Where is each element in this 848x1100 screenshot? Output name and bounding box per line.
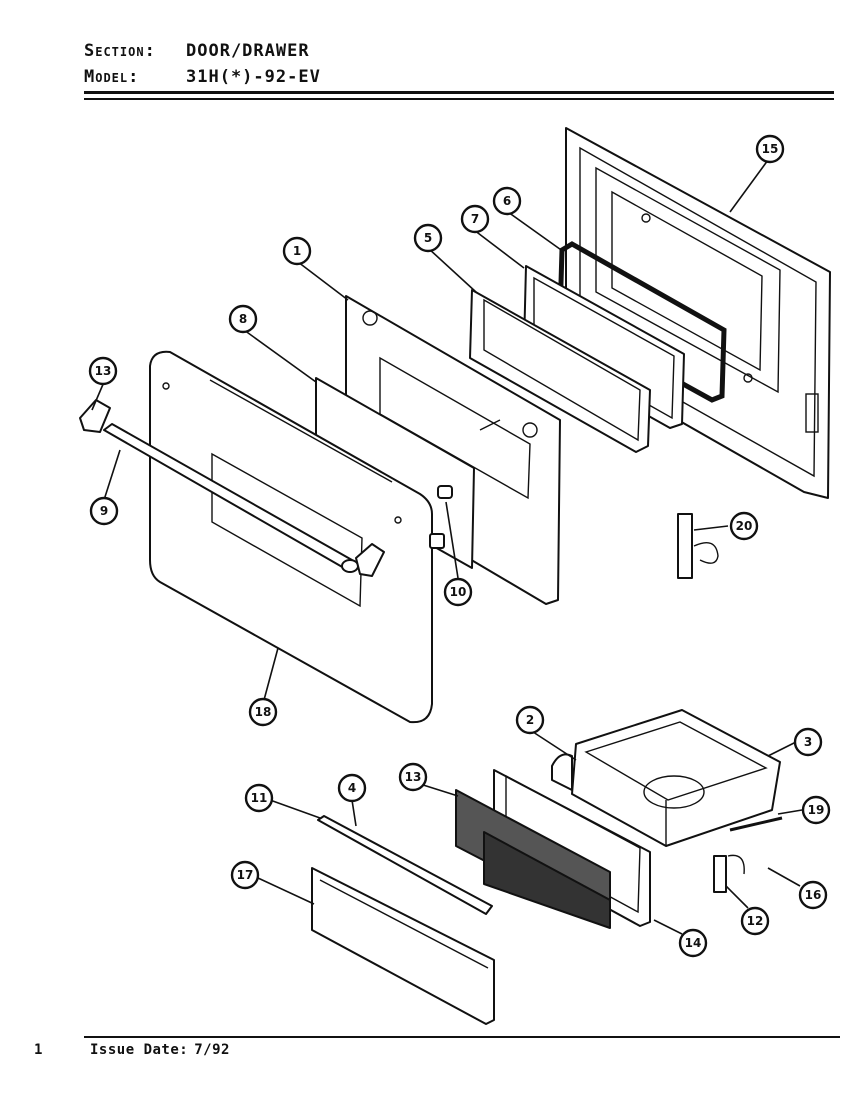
callout-7: 7 <box>460 204 490 234</box>
screw <box>429 485 453 549</box>
drawer-slide <box>729 816 783 832</box>
section-line: Section: DOOR/DRAWER <box>84 38 321 64</box>
callout-number: 15 <box>762 142 779 156</box>
callout-5: 5 <box>413 223 443 253</box>
callout-2: 2 <box>515 705 545 735</box>
callout-11: 11 <box>244 783 274 813</box>
callout-9: 9 <box>89 496 119 526</box>
model-label: Model: <box>84 67 140 87</box>
header-rule-thick <box>84 91 834 94</box>
callout-number: 16 <box>805 888 822 902</box>
callout-number: 7 <box>471 212 479 226</box>
drawer-bracket <box>551 753 573 791</box>
callout-number: 9 <box>100 504 108 518</box>
page-header: Section: DOOR/DRAWER Model: 31H(*)-92-EV <box>84 38 321 90</box>
issue-date: Issue Date: 7/92 <box>90 1042 230 1058</box>
drawer-body <box>571 709 781 847</box>
header-rule-thin <box>84 98 834 100</box>
door-handle <box>103 423 359 573</box>
callout-13: 13 <box>88 356 118 386</box>
footer-rule <box>84 1036 840 1038</box>
callout-20: 20 <box>729 511 759 541</box>
callout-1: 1 <box>282 236 312 266</box>
callout-8: 8 <box>228 304 258 334</box>
callout-number: 6 <box>503 194 511 208</box>
callout-16: 16 <box>798 880 828 910</box>
callout-number: 20 <box>736 519 753 533</box>
trim-strip <box>317 815 493 915</box>
section-value: DOOR/DRAWER <box>186 41 310 61</box>
callout-number: 19 <box>808 803 825 817</box>
callout-10: 10 <box>443 577 473 607</box>
model-value: 31H(*)-92-EV <box>186 67 321 87</box>
callout-number: 11 <box>251 791 268 805</box>
issue-date-label: Issue Date: <box>90 1042 189 1058</box>
handle-bracket <box>79 399 385 577</box>
callout-13-drawer: 13 <box>398 762 428 792</box>
drawer-clip <box>713 854 745 893</box>
callout-number: 1 <box>293 244 301 258</box>
callout-4: 4 <box>337 773 367 803</box>
callout-number: 18 <box>255 705 272 719</box>
callout-15: 15 <box>755 134 785 164</box>
callout-number: 10 <box>450 585 467 599</box>
callout-18: 18 <box>248 697 278 727</box>
glass-frame <box>469 289 651 453</box>
callout-number: 3 <box>804 735 812 749</box>
callout-6: 6 <box>492 186 522 216</box>
callout-number: 14 <box>685 936 702 950</box>
drawer-front-trim <box>311 867 495 1025</box>
callout-number: 8 <box>239 312 247 326</box>
callout-number: 5 <box>424 231 432 245</box>
callout-number: 17 <box>237 868 254 882</box>
door-hinge <box>677 513 719 579</box>
callout-12: 12 <box>740 906 770 936</box>
callout-3: 3 <box>793 727 823 757</box>
callout-number: 13 <box>95 364 112 378</box>
leader-lines <box>91 159 803 935</box>
callout-number: 4 <box>348 781 356 795</box>
callout-17: 17 <box>230 860 260 890</box>
callout-14: 14 <box>678 928 708 958</box>
callout-number: 12 <box>747 914 764 928</box>
callout-19: 19 <box>801 795 831 825</box>
issue-date-value: 7/92 <box>194 1042 230 1058</box>
section-label: Section: <box>84 41 156 61</box>
callout-number: 13 <box>405 770 422 784</box>
model-line: Model: 31H(*)-92-EV <box>84 64 321 90</box>
drawer-insulation <box>455 789 611 929</box>
callout-number: 2 <box>526 713 534 727</box>
page-mark: 1 <box>34 1042 43 1058</box>
